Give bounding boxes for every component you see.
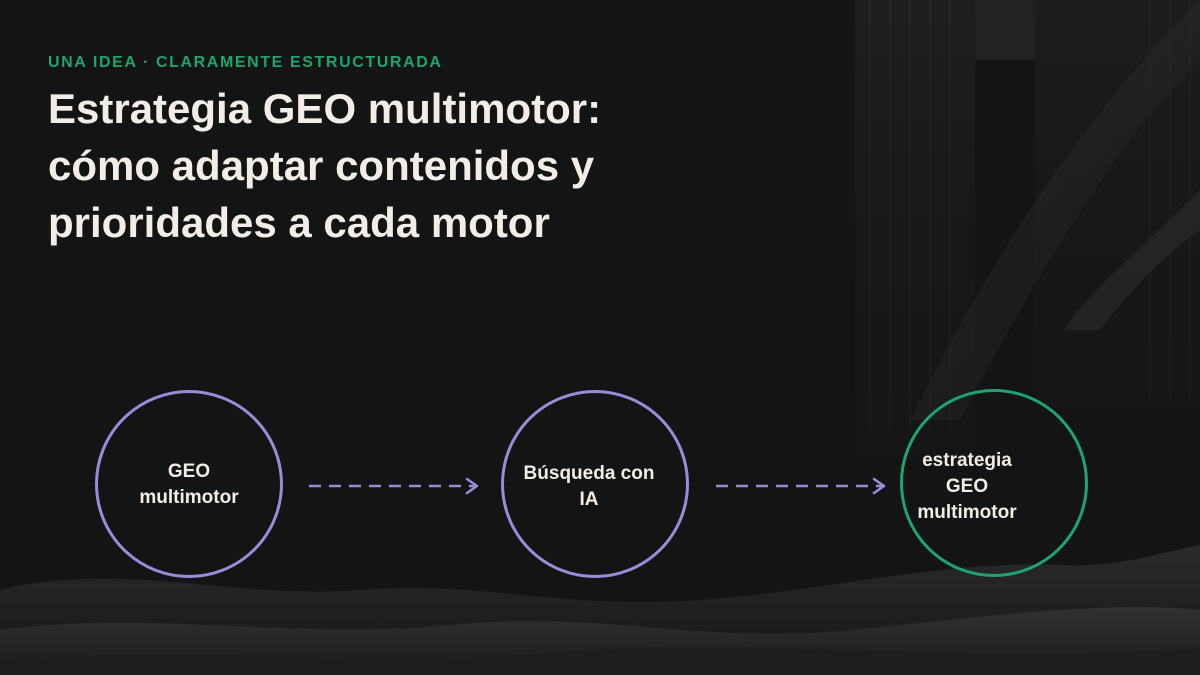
dashed-arrow-icon [716,477,886,495]
flow-node-estrategia-geo: estrategia GEO multimotor [900,389,1088,577]
eyebrow-label: UNA IDEA · CLARAMENTE ESTRUCTURADA [48,54,443,71]
flow-node-label: estrategia GEO multimotor [917,450,1017,523]
slide-title: Estrategia GEO multimotor: cómo adaptar … [48,80,768,251]
dashed-arrow-icon [309,477,479,495]
wave-shape [0,646,1200,675]
flow-node-geo-multimotor: GEO multimotor [95,390,283,578]
ribbon-shape [910,0,1200,420]
flow-node-busqueda-ia: Búsqueda con IA [501,390,689,578]
title-line: Estrategia GEO multimotor: [48,85,602,132]
ribbon-shape [1065,190,1200,330]
flow-node-label: GEO multimotor [139,461,239,508]
title-line: cómo adaptar contenidos y [48,142,595,189]
flow-node-label: Búsqueda con IA [523,463,655,510]
pillar-shape [975,0,1035,60]
title-line: prioridades a cada motor [48,199,550,246]
